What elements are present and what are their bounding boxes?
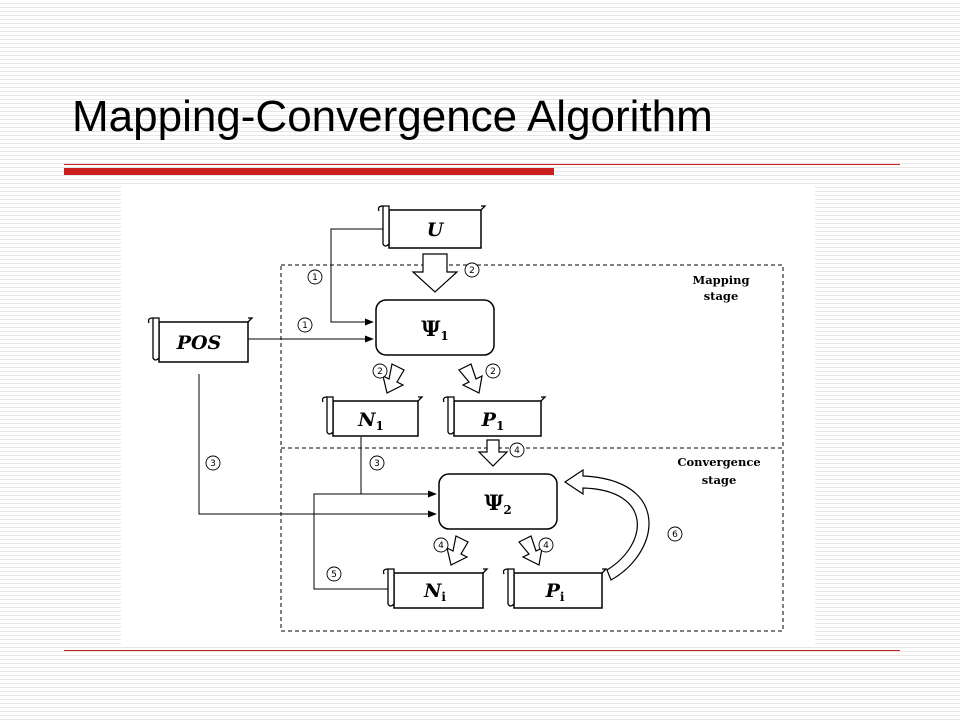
- psi1-classifier-box: Ψ1: [375, 299, 495, 356]
- slide-title: Mapping-Convergence Algorithm: [72, 92, 713, 141]
- p1-label: P1: [481, 409, 505, 433]
- p1-scroll-node: P1: [442, 396, 547, 437]
- psi2-label: Ψ2: [484, 490, 512, 517]
- pos-scroll-node: POS: [147, 317, 254, 363]
- step-marker: 4: [538, 537, 554, 553]
- title-divider-accent: [64, 168, 554, 175]
- svg-text:6: 6: [672, 530, 678, 540]
- psi2-classifier-box: Ψ2: [438, 473, 558, 530]
- mapping-stage-label-1: Mapping: [692, 273, 749, 287]
- svg-text:2: 2: [490, 367, 496, 377]
- step-marker: 2: [464, 262, 480, 278]
- convergence-stage-label-2: stage: [702, 473, 737, 487]
- svg-text:1: 1: [312, 273, 318, 283]
- step-marker: 6: [667, 526, 683, 542]
- svg-text:4: 4: [438, 541, 444, 551]
- svg-text:2: 2: [469, 266, 475, 276]
- svg-text:3: 3: [374, 459, 380, 469]
- svg-text:1: 1: [302, 321, 308, 331]
- hollow-arrows: [382, 253, 650, 581]
- u-label: U: [427, 219, 445, 241]
- convergence-stage-label-1: Convergence: [677, 455, 760, 469]
- svg-text:2: 2: [377, 367, 383, 377]
- n1-label: N1: [357, 409, 384, 433]
- step-marker: 3: [205, 455, 221, 471]
- step-marker: 5: [326, 566, 342, 582]
- step-marker: 4: [433, 537, 449, 553]
- step-marker: 1: [297, 317, 313, 333]
- svg-text:5: 5: [331, 570, 337, 580]
- ni-scroll-node: Ni: [382, 568, 489, 609]
- title-divider-thin: [64, 164, 900, 165]
- n1-scroll-node: N1: [321, 396, 424, 437]
- ni-label: Ni: [423, 580, 446, 604]
- pi-scroll-node: Pi: [502, 568, 608, 609]
- step-marker: 2: [372, 363, 388, 379]
- svg-text:3: 3: [210, 459, 216, 469]
- step-marker: 4: [509, 442, 525, 458]
- step-marker: 3: [369, 455, 385, 471]
- mapping-stage-label-2: stage: [704, 289, 739, 303]
- pi-label: Pi: [545, 580, 565, 604]
- u-scroll-node: U: [377, 205, 487, 249]
- footer-divider: [64, 650, 900, 651]
- step-marker: 2: [485, 363, 501, 379]
- pos-label: POS: [176, 332, 222, 354]
- svg-text:4: 4: [514, 446, 520, 456]
- psi1-label: Ψ1: [421, 316, 449, 343]
- step-markers: 1 1 2 2 2 3 3 4: [205, 262, 683, 582]
- step-marker: 1: [307, 269, 323, 285]
- svg-text:4: 4: [543, 541, 549, 551]
- mapping-convergence-diagram: Mapping stage Convergence stage U POS N1…: [121, 184, 815, 644]
- diagram-connectors: [198, 228, 437, 590]
